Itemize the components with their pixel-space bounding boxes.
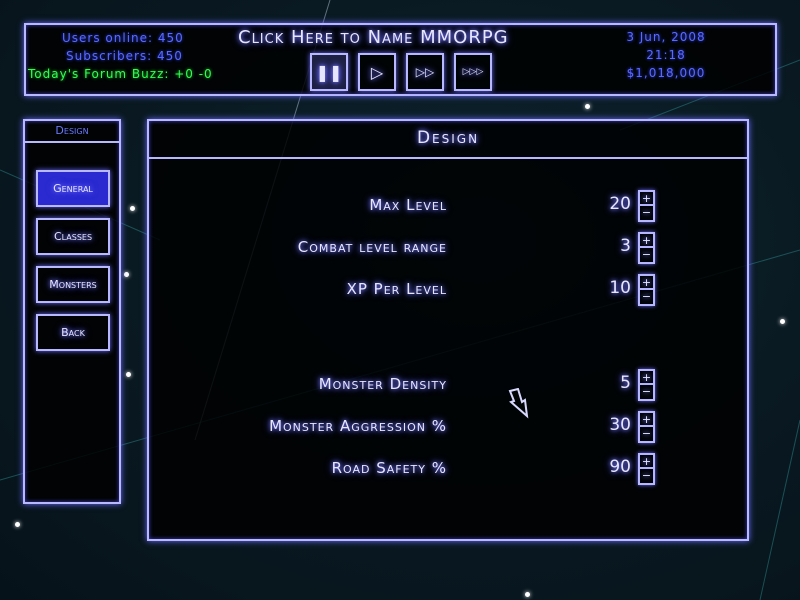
pause-button[interactable]: ❚❚ [310,53,348,91]
time: 21:18 [646,48,686,62]
setting-stepper[interactable]: +− [638,411,655,443]
setting-stepper[interactable]: +− [638,190,655,222]
play-icon: ▷ [370,62,384,82]
setting-row: Max Level 20 +− [149,190,747,222]
increment-button[interactable]: + [640,371,653,385]
design-panel: Design Max Level 20 +−Combat level range… [147,119,749,541]
setting-value: 3 [620,236,631,256]
increment-button[interactable]: + [640,455,653,469]
setting-value: 5 [620,373,631,393]
sidebar: Design General Classes Monsters Back [23,119,121,504]
setting-row: Road Safety % 90 +− [149,453,747,485]
increment-button[interactable]: + [640,192,653,206]
decrement-button[interactable]: − [641,248,652,261]
nav-back[interactable]: Back [36,314,110,351]
star [780,319,785,324]
fast-forward-button[interactable]: ▷▷ [406,53,444,91]
setting-row: Monster Density 5 +− [149,369,747,401]
setting-value: 90 [609,457,631,477]
increment-button[interactable]: + [640,413,653,427]
nav-classes[interactable]: Classes [36,218,110,255]
decrement-button[interactable]: − [641,385,652,398]
nav-monsters[interactable]: Monsters [36,266,110,303]
date: 3 Jun, 2008 [626,30,706,44]
decrement-button[interactable]: − [641,427,652,440]
setting-row: XP Per Level 10 +− [149,274,747,306]
nav-general[interactable]: General [36,170,110,207]
setting-stepper[interactable]: +− [638,232,655,264]
forum-buzz: Today's Forum Buzz: +0 -0 [28,67,213,81]
setting-stepper[interactable]: +− [638,369,655,401]
setting-label: Combat level range [297,238,447,256]
play-button[interactable]: ▷ [358,53,396,91]
game-name-button[interactable]: Click Here to Name MMORPG [238,27,509,48]
decrement-button[interactable]: − [641,469,652,482]
increment-button[interactable]: + [640,276,653,290]
sidebar-title: Design [25,121,119,143]
fastest-icon: ▷▷▷ [462,67,484,77]
setting-row: Combat level range 3 +− [149,232,747,264]
fastest-button[interactable]: ▷▷▷ [454,53,492,91]
setting-label: XP Per Level [346,280,447,298]
cursor-icon [508,388,529,419]
setting-label: Monster Density [318,375,447,393]
setting-stepper[interactable]: +− [638,274,655,306]
users-online: Users online: 450 [62,31,184,45]
money: $1,018,000 [626,66,706,80]
top-bar: Users online: 450 Subscribers: 450 Today… [24,23,777,96]
setting-row: Monster Aggression % 30 +− [149,411,747,443]
star [525,592,530,597]
star [130,206,135,211]
setting-stepper[interactable]: +− [638,453,655,485]
panel-title: Design [149,121,747,159]
subscribers: Subscribers: 450 [66,49,183,63]
star [15,522,20,527]
setting-value: 10 [609,278,631,298]
star [126,372,131,377]
setting-value: 20 [609,194,631,214]
setting-value: 30 [609,415,631,435]
increment-button[interactable]: + [640,234,653,248]
setting-label: Monster Aggression % [269,417,447,435]
star [124,272,129,277]
setting-label: Max Level [369,196,447,214]
star [585,104,590,109]
decrement-button[interactable]: − [641,290,652,303]
decrement-button[interactable]: − [641,206,652,219]
pause-icon: ❚❚ [315,62,343,82]
fast-forward-icon: ▷▷ [415,65,435,79]
setting-label: Road Safety % [331,459,447,477]
